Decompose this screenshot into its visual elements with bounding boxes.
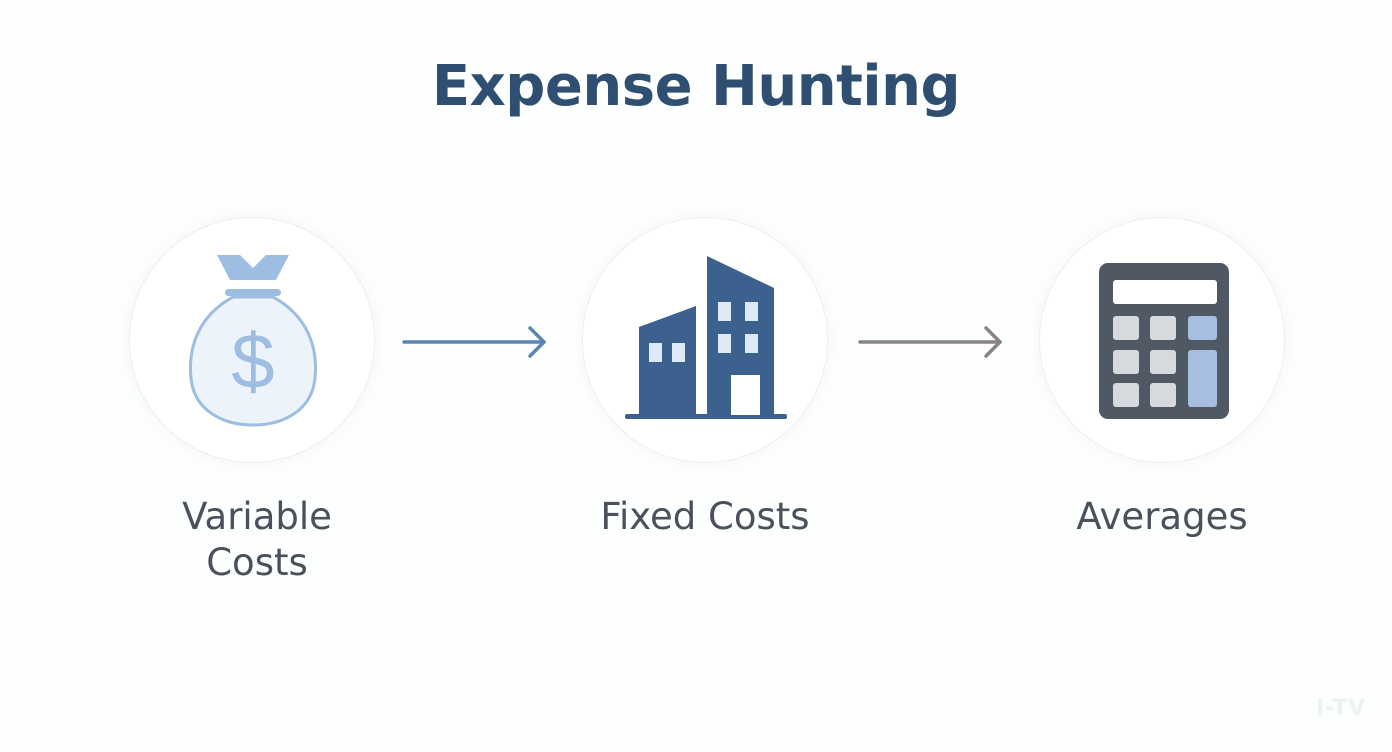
calculator-icon [1099,263,1229,419]
averages-label: Averages [1076,495,1248,538]
arrow-right-icon [402,326,546,358]
averages-node [1039,217,1285,463]
arrow-right-icon [858,326,1002,358]
office-building-icon [625,256,787,419]
variable-costs-label-line1: Variable [182,495,332,538]
diagram-title: Expense Hunting [431,54,961,119]
watermark: I-TV [1316,696,1367,721]
fixed-costs-label: Fixed Costs [600,495,810,538]
variable-costs-label: Variable Costs [97,494,417,586]
money-bag-icon: $ [189,255,317,427]
variable-costs-node: $ [129,217,375,463]
fixed-costs-node [582,217,828,463]
variable-costs-label-line2: Costs [206,541,308,584]
svg-text:$: $ [231,317,274,405]
